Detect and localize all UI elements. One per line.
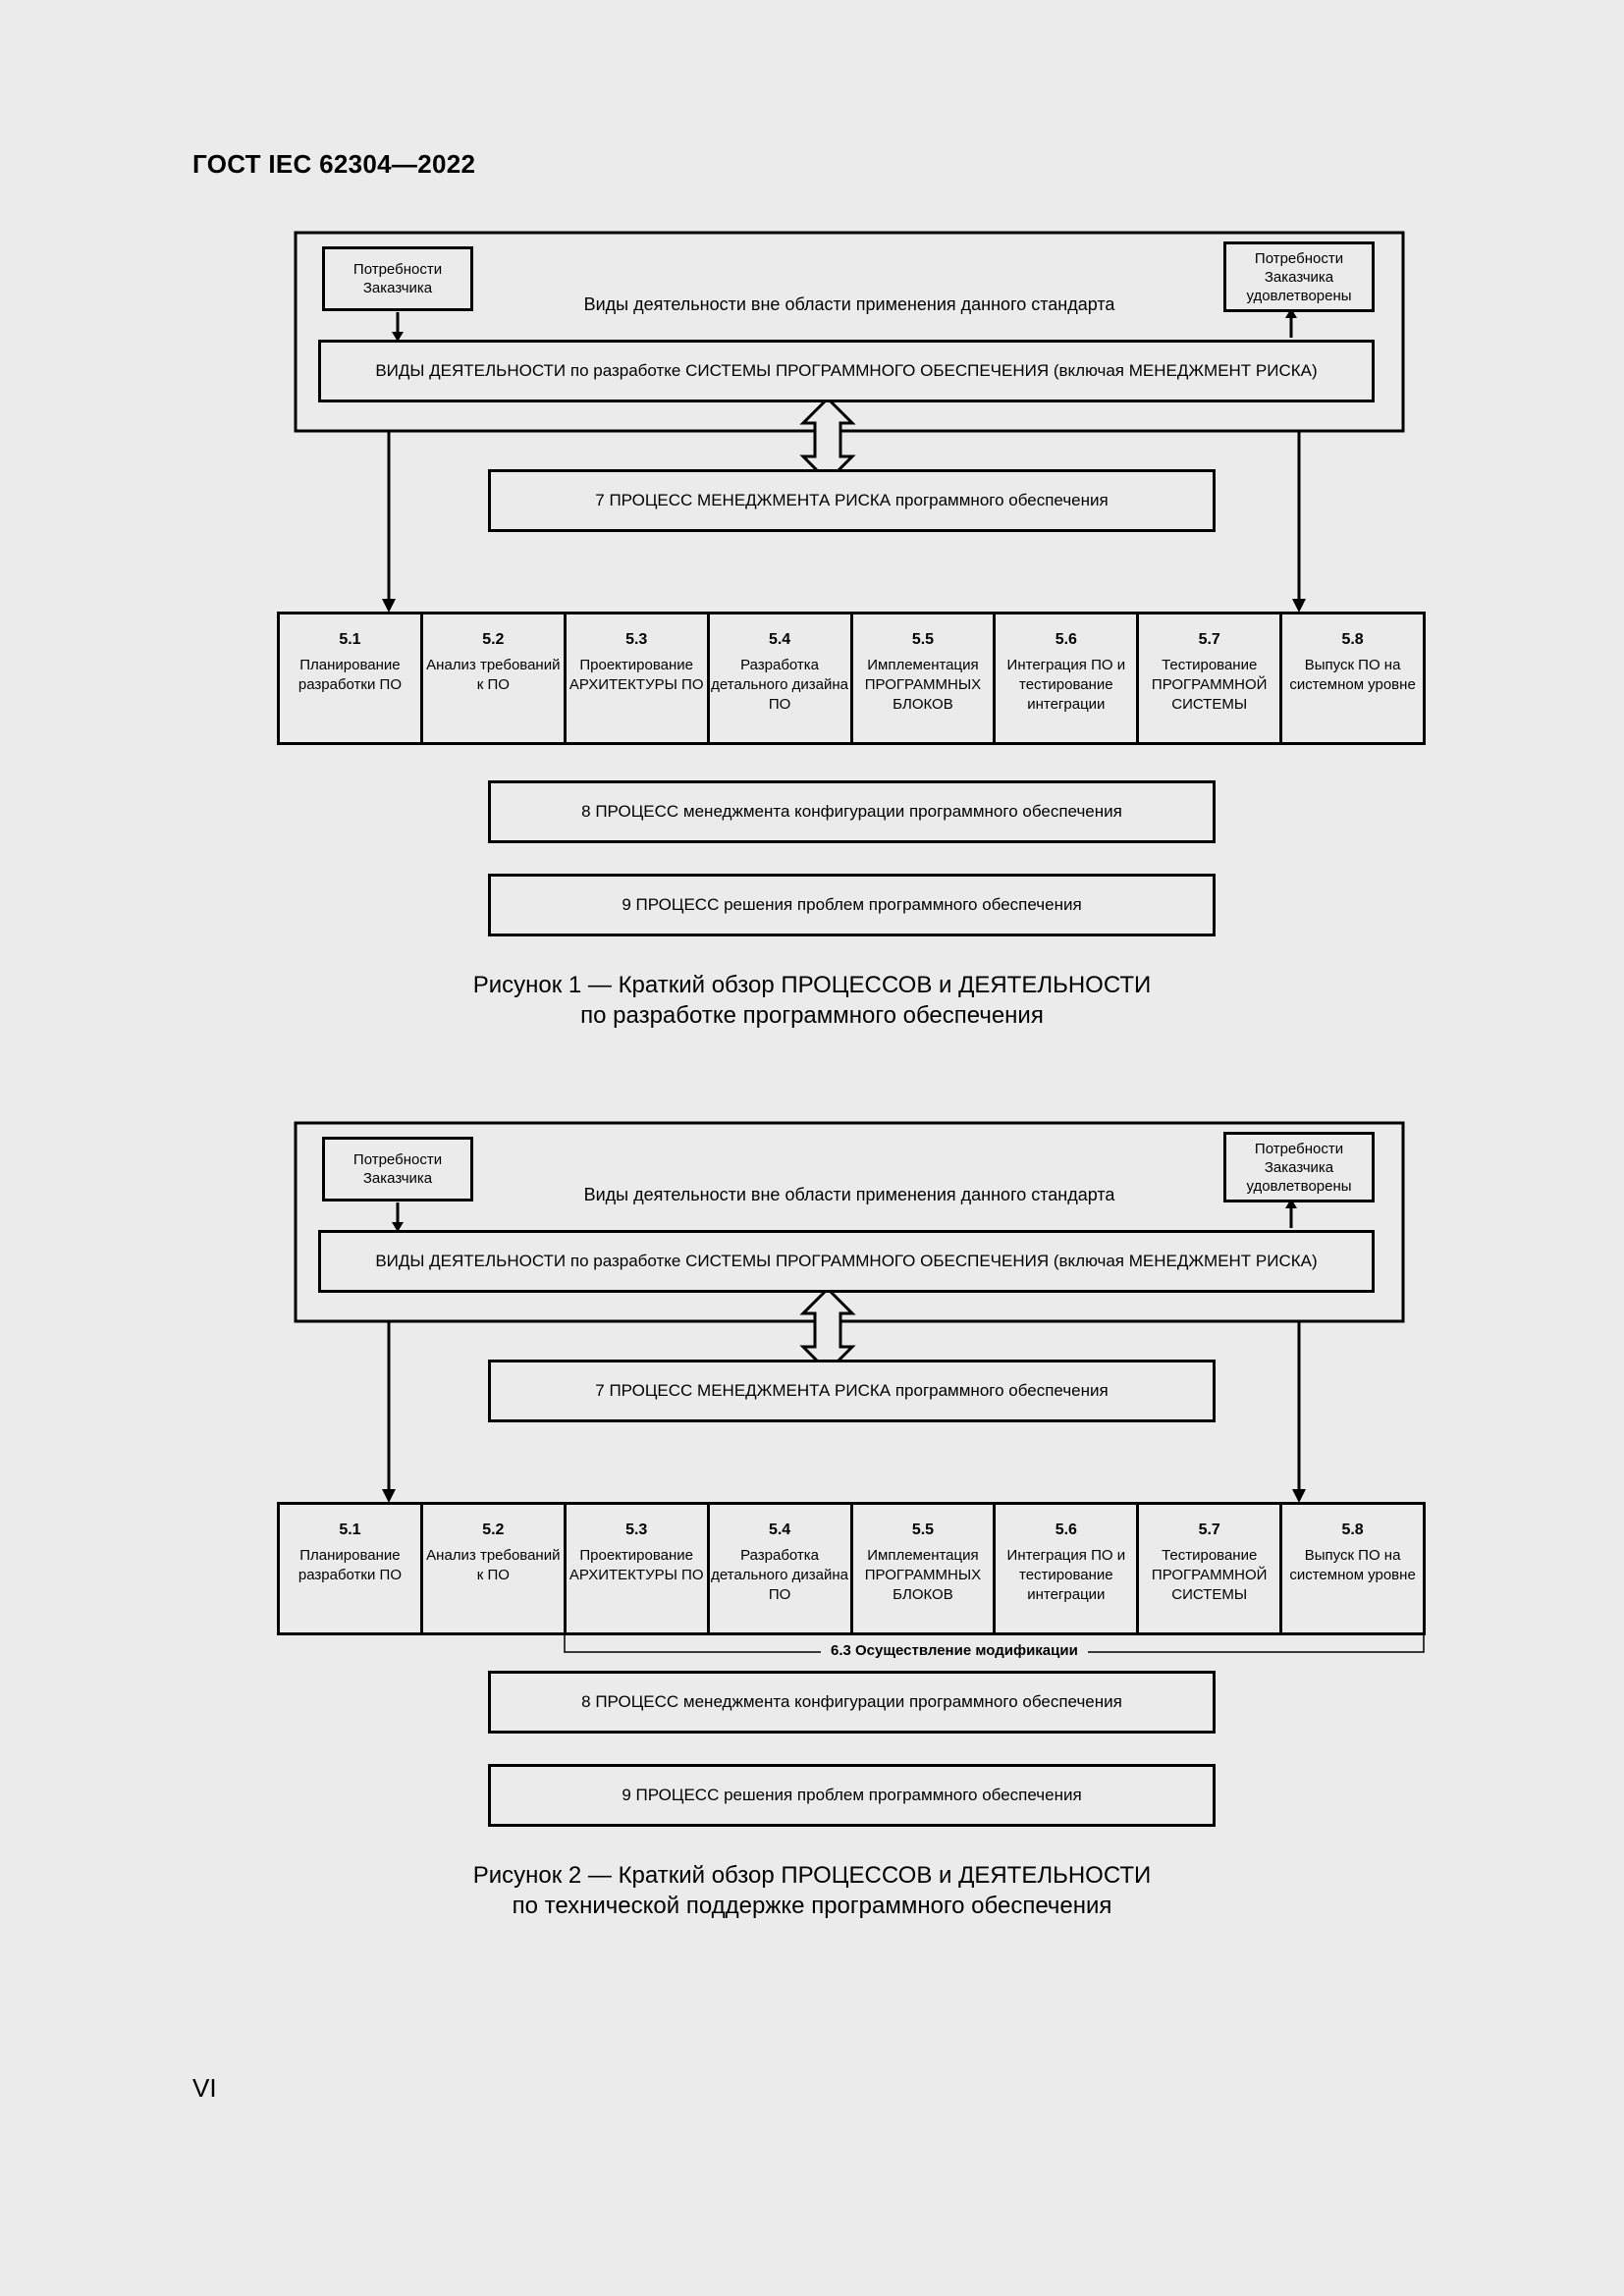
figure-2: Потребности Заказчика Потребности Заказч… [0, 1120, 1624, 1919]
figure-2-caption: Рисунок 2 — Краткий обзор ПРОЦЕССОВ и ДЕ… [472, 1862, 1152, 1919]
customer-satisfied-box: Потребности Заказчика удовлетворены [1223, 241, 1375, 312]
modification-label: 6.3 Осуществление модификации [821, 1642, 1088, 1659]
arrow-down-icon [392, 332, 404, 342]
arrow-down-icon [392, 1222, 404, 1232]
arrow-down-icon [382, 1489, 396, 1503]
problem-process-box: 9 ПРОЦЕСС решения проблем программного о… [488, 1764, 1216, 1827]
config-process-box: 8 ПРОЦЕСС менеджмента конфигурации прогр… [488, 1671, 1216, 1734]
figure-1-connectors [294, 231, 1405, 613]
arrow-down-icon [1292, 599, 1306, 613]
page-number: VI [192, 2073, 217, 2103]
figure-1-caption: Рисунок 1 — Краткий обзор ПРОЦЕССОВ и ДЕ… [472, 972, 1152, 1029]
customer-needs-box: Потребности Заказчика [322, 246, 473, 311]
arrow-up-icon [1285, 1199, 1297, 1208]
outside-scope-frame [294, 1121, 1405, 1323]
document-header: ГОСТ IEC 62304—2022 [192, 149, 476, 179]
arrow-down-icon [1292, 1489, 1306, 1503]
customer-satisfied-box: Потребности Заказчика удовлетворены [1223, 1132, 1375, 1202]
figure-1: Потребности Заказчика Потребности Заказч… [0, 230, 1624, 1029]
arrow-down-icon [382, 599, 396, 613]
system-dev-box: ВИДЫ ДЕЯТЕЛЬНОСТИ по разработке СИСТЕМЫ … [318, 1230, 1375, 1293]
outside-scope-frame [294, 231, 1405, 433]
outside-scope-label: Виды деятельности вне области применения… [583, 294, 1115, 314]
system-dev-box: ВИДЫ ДЕЯТЕЛЬНОСТИ по разработке СИСТЕМЫ … [318, 340, 1375, 402]
outside-scope-label: Виды деятельности вне области применения… [583, 1185, 1115, 1204]
risk-process-box: 7 ПРОЦЕСС МЕНЕДЖМЕНТА РИСКА программного… [488, 469, 1216, 532]
figure-2-connectors [294, 1121, 1425, 1653]
arrow-up-icon [1285, 308, 1297, 318]
config-process-box: 8 ПРОЦЕСС менеджмента конфигурации прогр… [488, 780, 1216, 843]
problem-process-box: 9 ПРОЦЕСС решения проблем программного о… [488, 874, 1216, 936]
customer-needs-box: Потребности Заказчика [322, 1137, 473, 1201]
risk-process-box: 7 ПРОЦЕСС МЕНЕДЖМЕНТА РИСКА программного… [488, 1360, 1216, 1422]
